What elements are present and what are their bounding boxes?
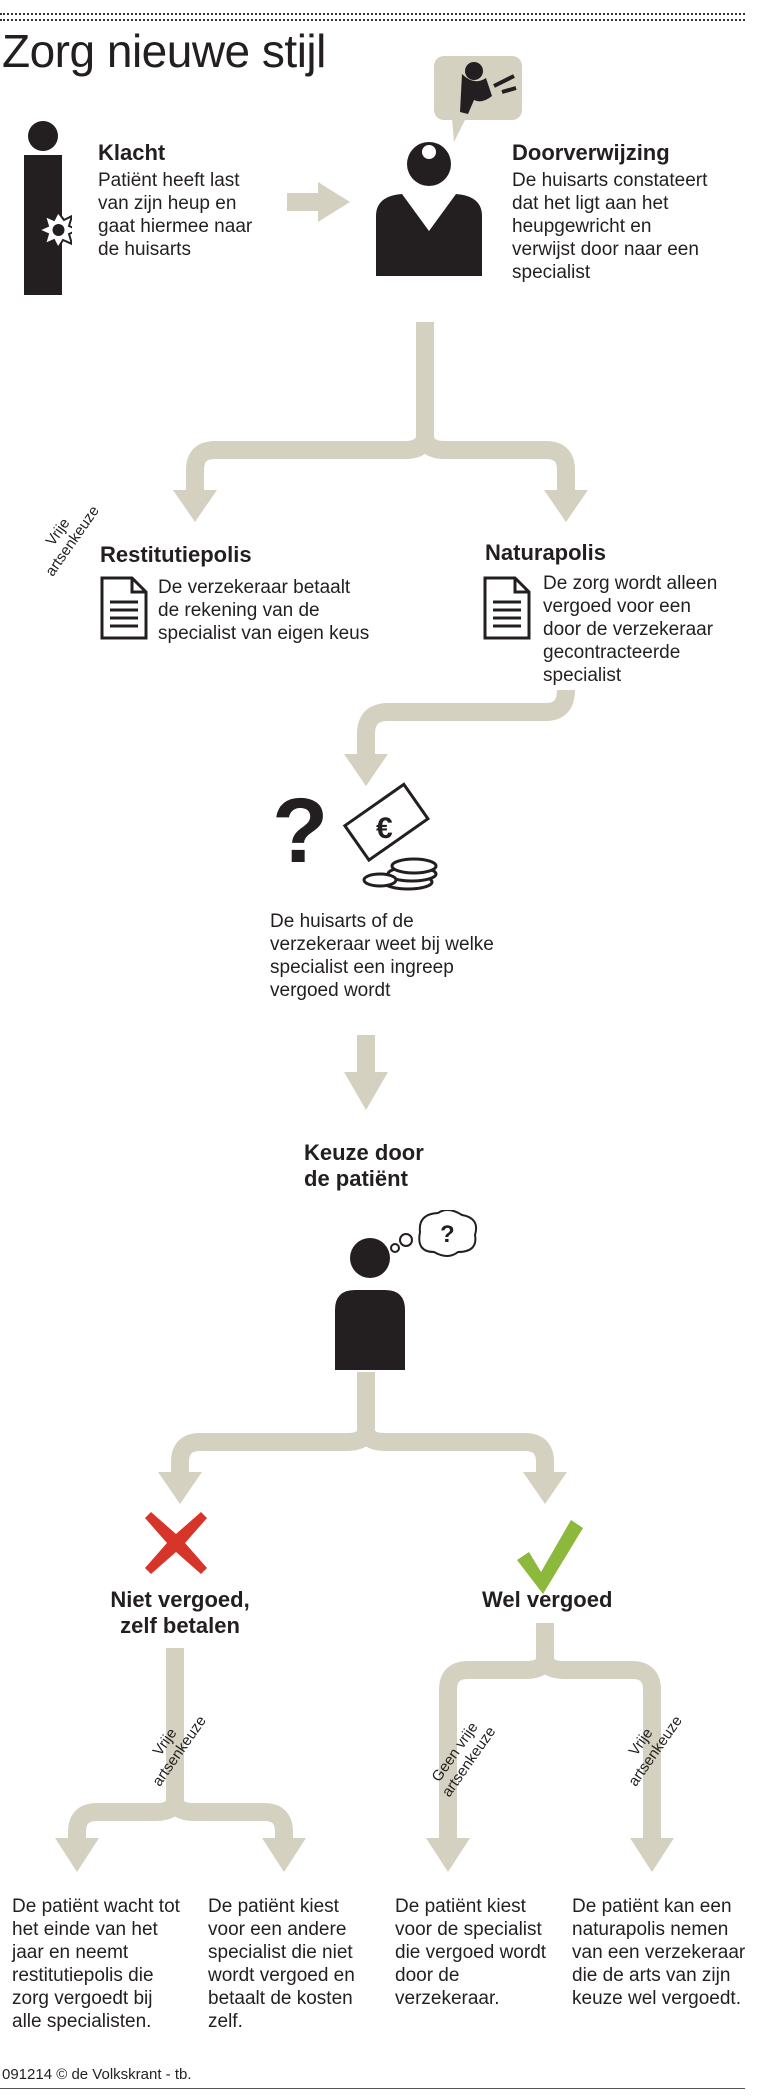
wel-vergoed-title: Wel vergoed [482,1587,613,1612]
money-icons: € [342,782,438,891]
hip-joint-icon [434,56,522,142]
person-icon [24,121,72,295]
huisarts-weet-text: De huisarts of de verzekeraar weet bij w… [270,911,494,1001]
outcome-3-text: De patiënt kiest voor de specialist die … [395,1896,547,2009]
thought-question: ? [440,1221,455,1248]
outcome-4-text: De patiënt kan een naturapolis nemen van… [572,1896,746,2009]
outcome-1-text: De patiënt wacht tot het einde van het j… [12,1896,180,2032]
document-icon [100,576,148,640]
page-title: Zorg nieuwe stijl [2,25,326,77]
check-icon [517,1520,583,1594]
question-mark-icon: ? [272,780,329,882]
doctor-icon [376,56,522,276]
restitutiepolis-text: De verzekeraar betaalt de rekening van d… [158,577,370,644]
restitutiepolis-title: Restitutiepolis [100,542,252,567]
cross-icon [145,1512,207,1574]
klacht-title: Klacht [98,140,166,165]
klacht-text: Patiënt heeft last van zijn heup en gaat… [98,170,253,260]
euro-sign: € [376,812,393,845]
doorverwijzing-text: De huisarts constateert dat het ligt aan… [512,170,708,283]
niet-vergoed-title: Niet vergoed, zelf betalen [110,1587,250,1638]
keuze-title: Keuze door de patiënt [304,1140,424,1191]
thinking-person-icon: ? [335,1210,478,1370]
euro-note-icon [342,782,431,863]
document-icon [483,576,531,640]
footer-rule [0,2088,745,2089]
top-dotted-rule [0,13,745,21]
doorverwijzing-title: Doorverwijzing [512,140,670,165]
coins-icon [362,857,438,891]
naturapolis-text: De zorg wordt alleen vergoed voor een do… [543,573,718,686]
outcome-2-text: De patiënt kiest voor een andere special… [208,1896,355,2032]
footer-credit: 091214 © de Volkskrant - tb. [2,2066,192,2083]
naturapolis-title: Naturapolis [485,540,607,565]
